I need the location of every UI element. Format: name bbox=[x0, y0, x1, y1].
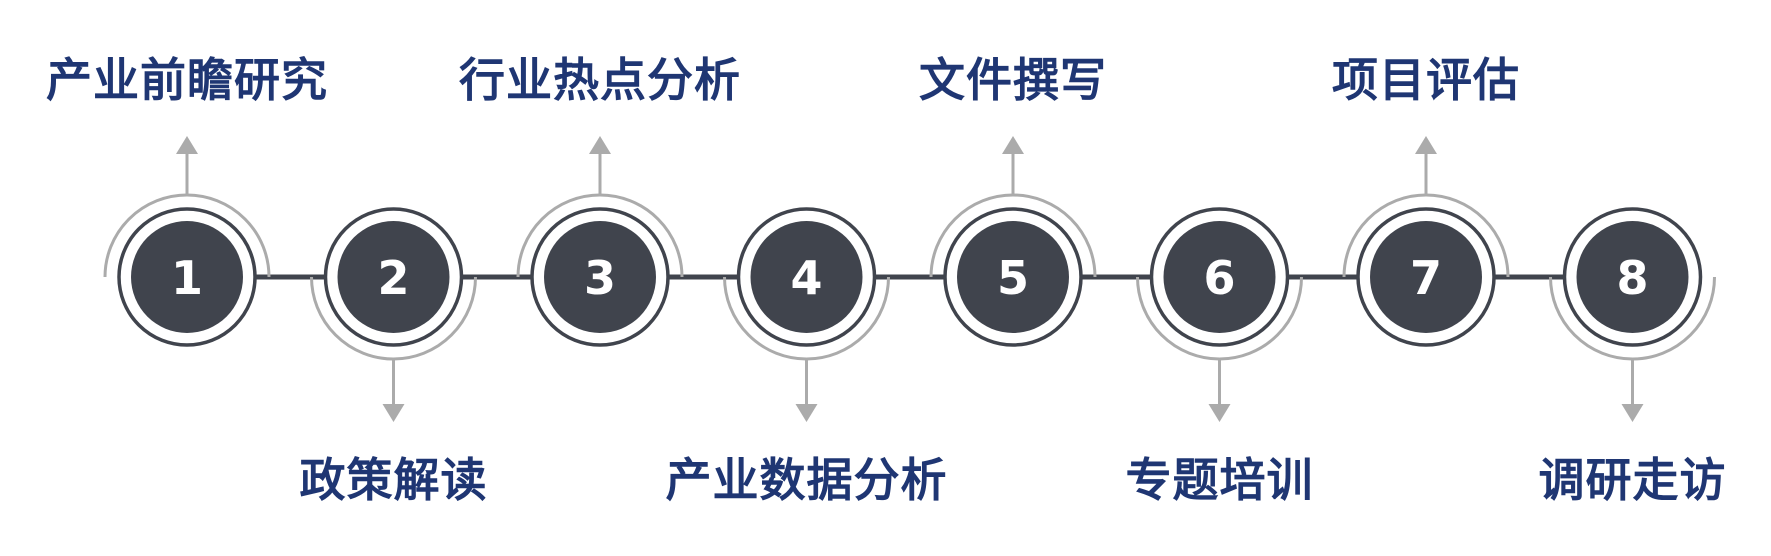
step-arc bbox=[929, 193, 1097, 278]
step-number: 2 bbox=[377, 251, 409, 305]
step-arc bbox=[103, 193, 271, 278]
step-number: 3 bbox=[584, 251, 616, 305]
arrow-up-icon bbox=[1415, 136, 1437, 154]
step-circle bbox=[131, 221, 243, 333]
step-3: 3 bbox=[516, 136, 684, 347]
step-6: 6 bbox=[1136, 207, 1303, 422]
step-circle bbox=[957, 221, 1069, 333]
arrow-up-icon bbox=[1002, 136, 1024, 154]
step-label: 专题培训 bbox=[1125, 453, 1314, 507]
step-5: 5 bbox=[929, 136, 1097, 347]
step-arc bbox=[1342, 193, 1510, 278]
step-number: 7 bbox=[1410, 251, 1442, 305]
step-label: 调研走访 bbox=[1538, 453, 1727, 507]
arrow-down-icon bbox=[795, 404, 818, 422]
arrow-up-icon bbox=[176, 136, 198, 154]
steps-layer: 1 2 3 4 5 6 7 8 bbox=[103, 136, 1716, 422]
arrow-down-icon bbox=[1208, 404, 1231, 422]
step-arc bbox=[1136, 276, 1303, 361]
step-circle bbox=[1163, 221, 1276, 333]
step-arc bbox=[1549, 276, 1716, 361]
step-label: 文件撰写 bbox=[919, 53, 1107, 107]
step-2: 2 bbox=[310, 207, 477, 422]
step-number: 8 bbox=[1616, 251, 1648, 305]
step-arc bbox=[516, 193, 684, 278]
step-7: 7 bbox=[1342, 136, 1510, 347]
step-4: 4 bbox=[723, 207, 890, 422]
step-arc bbox=[723, 276, 890, 361]
step-label: 项目评估 bbox=[1332, 53, 1520, 107]
arrow-up-icon bbox=[589, 136, 611, 154]
step-number: 6 bbox=[1203, 251, 1235, 305]
step-number: 4 bbox=[790, 251, 822, 305]
step-label: 产业前瞻研究 bbox=[46, 53, 328, 107]
step-label: 产业数据分析 bbox=[665, 453, 948, 507]
step-circle bbox=[337, 221, 450, 333]
arrow-down-icon bbox=[382, 404, 405, 422]
step-circle bbox=[750, 221, 863, 333]
step-circle bbox=[1370, 221, 1482, 333]
step-label: 行业热点分析 bbox=[459, 53, 741, 107]
arrow-down-icon bbox=[1621, 404, 1644, 422]
step-8: 8 bbox=[1549, 207, 1716, 422]
step-label: 政策解读 bbox=[299, 453, 488, 507]
step-arc bbox=[310, 276, 477, 361]
step-circle bbox=[544, 221, 656, 333]
step-number: 5 bbox=[997, 251, 1029, 305]
step-circle bbox=[1576, 221, 1689, 333]
step-number: 1 bbox=[171, 251, 203, 305]
step-1: 1 bbox=[103, 136, 271, 347]
